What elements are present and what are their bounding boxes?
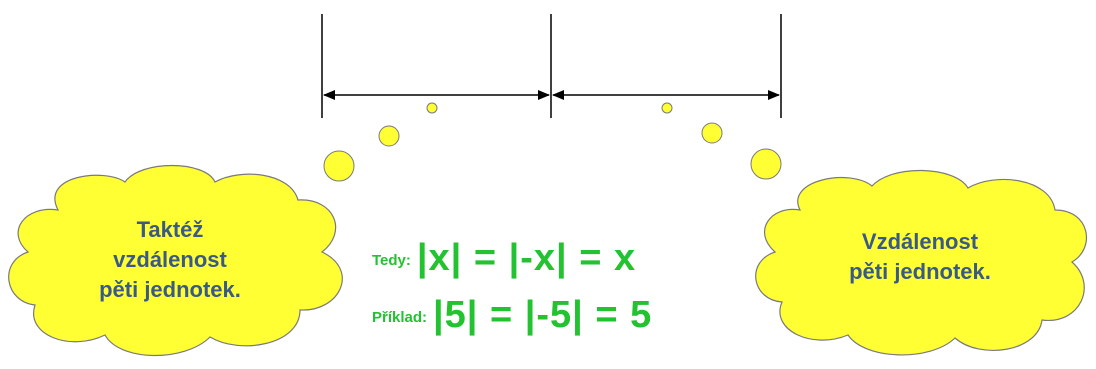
formula-label-tedy: Tedy: — [372, 252, 411, 269]
left-cloud-line-2: vzdálenost — [113, 247, 227, 272]
left-thought-bubble-small — [426, 102, 438, 114]
left-cloud-line-3: pěti jednotek. — [99, 277, 241, 302]
left-thought-bubble-medium — [378, 125, 400, 147]
formula-expression-tedy: |x| = |-x| = x — [416, 237, 637, 279]
formula-row-tedy: Tedy: |x| = |-x| = x — [372, 237, 636, 280]
right-cloud-text: Vzdálenost pěti jednotek. — [800, 227, 1040, 287]
right-thought-bubble-large — [750, 148, 782, 180]
formula-expression-priklad: |5| = |-5| = 5 — [433, 294, 653, 336]
formula-row-priklad: Příklad: |5| = |-5| = 5 — [372, 294, 652, 337]
left-cloud-text: Taktéž vzdálenost pěti jednotek. — [60, 215, 280, 305]
left-cloud — [8, 165, 343, 357]
right-thought-bubble-medium — [701, 122, 723, 144]
right-cloud-line-1: Vzdálenost — [861, 229, 979, 254]
formula-label-priklad: Příklad: — [372, 309, 428, 326]
right-cloud-line-2: pěti jednotek. — [849, 259, 991, 284]
left-cloud-line-1: Taktéž — [136, 217, 204, 242]
right-cloud — [755, 169, 1087, 356]
right-thought-bubble-small — [661, 102, 673, 114]
left-thought-bubble-large — [323, 150, 355, 182]
